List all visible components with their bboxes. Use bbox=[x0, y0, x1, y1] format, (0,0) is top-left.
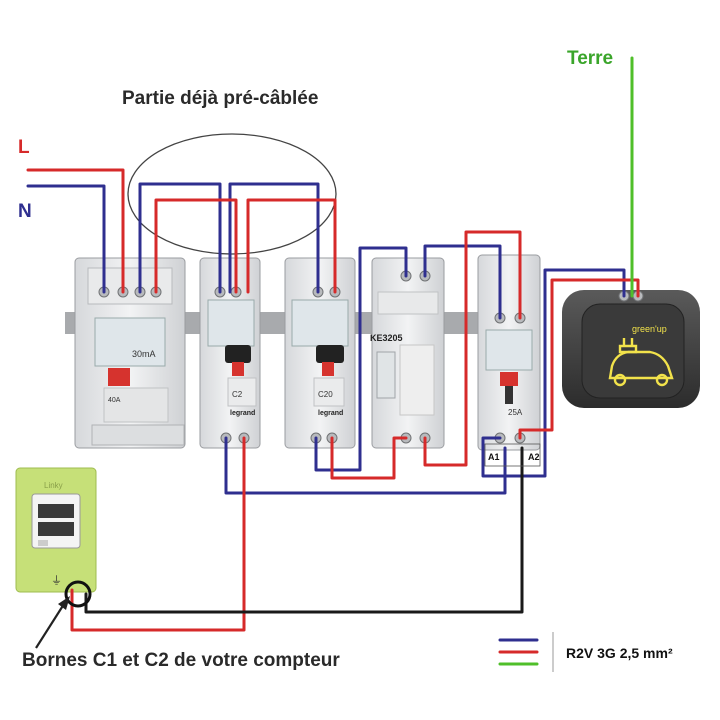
meter-terminals-caption: Bornes C1 et C2 de votre compteur bbox=[22, 650, 340, 671]
cable-legend-label: R2V 3G 2,5 mm² bbox=[566, 645, 673, 661]
c20-brand-label: legrand bbox=[318, 410, 343, 417]
diff-sensitivity-label: 30mA bbox=[132, 349, 156, 359]
wire-contactor-n-to-outlet bbox=[481, 268, 626, 478]
energy-meter: KE3205 bbox=[370, 257, 445, 449]
charging-outlet: green'up bbox=[562, 290, 700, 408]
wire-meter-n-to-contactor bbox=[423, 244, 502, 320]
line-label: L bbox=[18, 137, 30, 158]
outlet-brand-label: green'up bbox=[632, 324, 667, 334]
wire-meter-l-to-contactor bbox=[423, 230, 522, 467]
wire-c2-to-a2 bbox=[84, 446, 524, 614]
wire-prewired-n-2 bbox=[228, 182, 320, 294]
wire-prewired-l bbox=[154, 198, 238, 294]
coil-a2-label: A2 bbox=[528, 452, 540, 462]
electric-car-plug-icon bbox=[608, 338, 674, 387]
wire-prewired-n bbox=[138, 182, 222, 294]
wire-c20-n-to-meter bbox=[314, 246, 408, 472]
wire-l-input bbox=[26, 168, 125, 294]
wire-c20-l-to-meter bbox=[330, 436, 408, 480]
breaker-c2: C2 legrand bbox=[199, 257, 261, 449]
wire-contactor-l-to-outlet bbox=[518, 278, 640, 440]
diff-rating-label: 40A bbox=[108, 397, 121, 404]
pre-wired-title: Partie déjà pré-câblée bbox=[122, 88, 319, 109]
wire-n-input bbox=[26, 184, 106, 294]
wire-c2-n-to-a1 bbox=[224, 436, 507, 495]
wire-c2-l-to-c1 bbox=[70, 436, 246, 632]
linky-brand-label: Linky bbox=[44, 481, 63, 490]
coil-a1-label: A1 bbox=[488, 452, 500, 462]
contactor: 25A bbox=[477, 254, 541, 451]
earth-label: Terre bbox=[567, 48, 614, 69]
breaker-c20: C20 legrand bbox=[284, 257, 356, 449]
contactor-rating-label: 25A bbox=[508, 408, 523, 417]
neutral-label: N bbox=[18, 201, 32, 222]
meter-model-label: KE3205 bbox=[370, 333, 403, 343]
c2-brand-label: legrand bbox=[230, 410, 255, 417]
contactor-coil-frame bbox=[484, 443, 541, 467]
differential-switch: 40A 30mA bbox=[74, 257, 186, 449]
c2-curve-label: C2 bbox=[232, 390, 243, 399]
wire-prewired-l-2 bbox=[246, 198, 337, 294]
utility-meter: Linky ⏚ bbox=[15, 467, 97, 593]
pointer-arrow bbox=[35, 596, 70, 649]
meter-terminal-circle bbox=[64, 580, 92, 608]
pre-wired-ellipse bbox=[127, 133, 337, 255]
c20-curve-label: C20 bbox=[318, 390, 333, 399]
meter-terminal-symbol: ⏚ bbox=[51, 574, 62, 587]
